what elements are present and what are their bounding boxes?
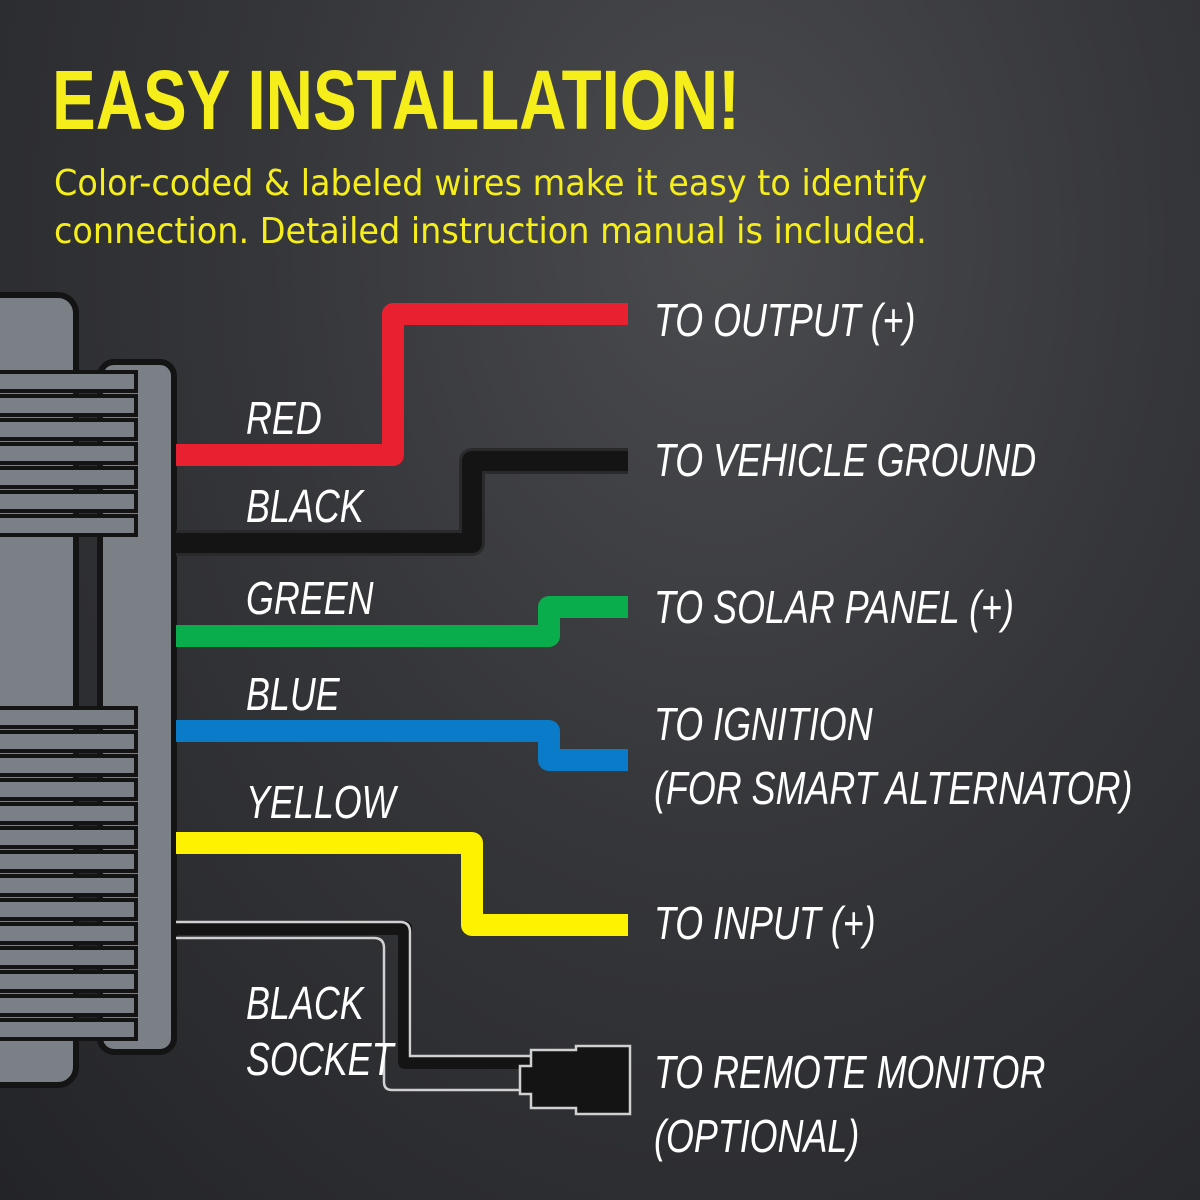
- destination-remote-monitor: TO REMOTE MONITOR (OPTIONAL): [654, 1040, 1045, 1168]
- socket-cable-bottom-line: [176, 936, 531, 1092]
- wire-label-red: RED: [246, 392, 322, 444]
- cooling-fin: [0, 706, 138, 729]
- cooling-fin: [0, 994, 138, 1017]
- page-title: EASY INSTALLATION!: [52, 53, 740, 147]
- wire-label-black: BLACK: [246, 480, 364, 532]
- cooling-fin: [0, 970, 138, 993]
- green-wire: [176, 596, 628, 647]
- destination-remote-monitor-line-2: (OPTIONAL): [654, 1110, 860, 1162]
- subtitle-line-2: connection. Detailed instruction manual …: [54, 211, 927, 252]
- cooling-fin: [0, 946, 138, 969]
- wire-label-blue: BLUE: [246, 668, 340, 720]
- subtitle-line-1: Color-coded & labeled wires make it easy…: [54, 163, 928, 204]
- socket-cable-outer: [176, 921, 531, 1069]
- wire-label-yellow: YELLOW: [246, 776, 396, 828]
- destination-ignition-line-1: TO IGNITION: [654, 698, 873, 750]
- cooling-fin: [0, 874, 138, 897]
- destination-ignition: TO IGNITION (FOR SMART ALTERNATOR): [654, 692, 1132, 820]
- black-socket-cable: [176, 920, 531, 1092]
- cooling-fin: [0, 850, 138, 873]
- cooling-fin: [0, 730, 138, 753]
- cooling-fin: [0, 778, 138, 801]
- cooling-fin: [0, 754, 138, 777]
- cooling-fin: [0, 922, 138, 945]
- destination-remote-monitor-line-1: TO REMOTE MONITOR: [654, 1046, 1046, 1098]
- socket-cable-top-line: [176, 920, 531, 1058]
- wire-label-black-socket: BLACK SOCKET: [246, 975, 394, 1087]
- cooling-fin: [0, 490, 138, 513]
- plug-connector-icon: [518, 1044, 632, 1116]
- yellow-wire: [176, 832, 628, 936]
- cooling-fin: [0, 514, 138, 537]
- page-subtitle: Color-coded & labeled wires make it easy…: [54, 160, 927, 256]
- cooling-fin: [0, 898, 138, 921]
- black-wire: [176, 451, 628, 553]
- red-wire: [176, 303, 628, 466]
- cooling-fin: [0, 442, 138, 465]
- charger-unit-icon: [0, 292, 177, 1088]
- wire-label-black-socket-line-2: SOCKET: [246, 1033, 394, 1085]
- destination-solar-panel: TO SOLAR PANEL (+): [654, 581, 1014, 633]
- cooling-fin: [0, 394, 138, 417]
- cooling-fin: [0, 826, 138, 849]
- destination-output: TO OUTPUT (+): [654, 294, 916, 346]
- wire-label-green: GREEN: [246, 572, 374, 624]
- cooling-fin: [0, 370, 138, 393]
- destination-ignition-line-2: (FOR SMART ALTERNATOR): [654, 762, 1133, 814]
- blue-wire: [176, 720, 628, 771]
- black-wire-outline: [176, 448, 628, 556]
- cooling-fin: [0, 418, 138, 441]
- destination-input: TO INPUT (+): [654, 897, 876, 949]
- wire-label-black-socket-line-1: BLACK: [246, 977, 364, 1029]
- cooling-fin: [0, 802, 138, 825]
- device-cooling-fins: [0, 370, 138, 1041]
- destination-vehicle-ground: TO VEHICLE GROUND: [654, 434, 1037, 486]
- cooling-fin: [0, 466, 138, 489]
- cooling-fin: [0, 1018, 138, 1041]
